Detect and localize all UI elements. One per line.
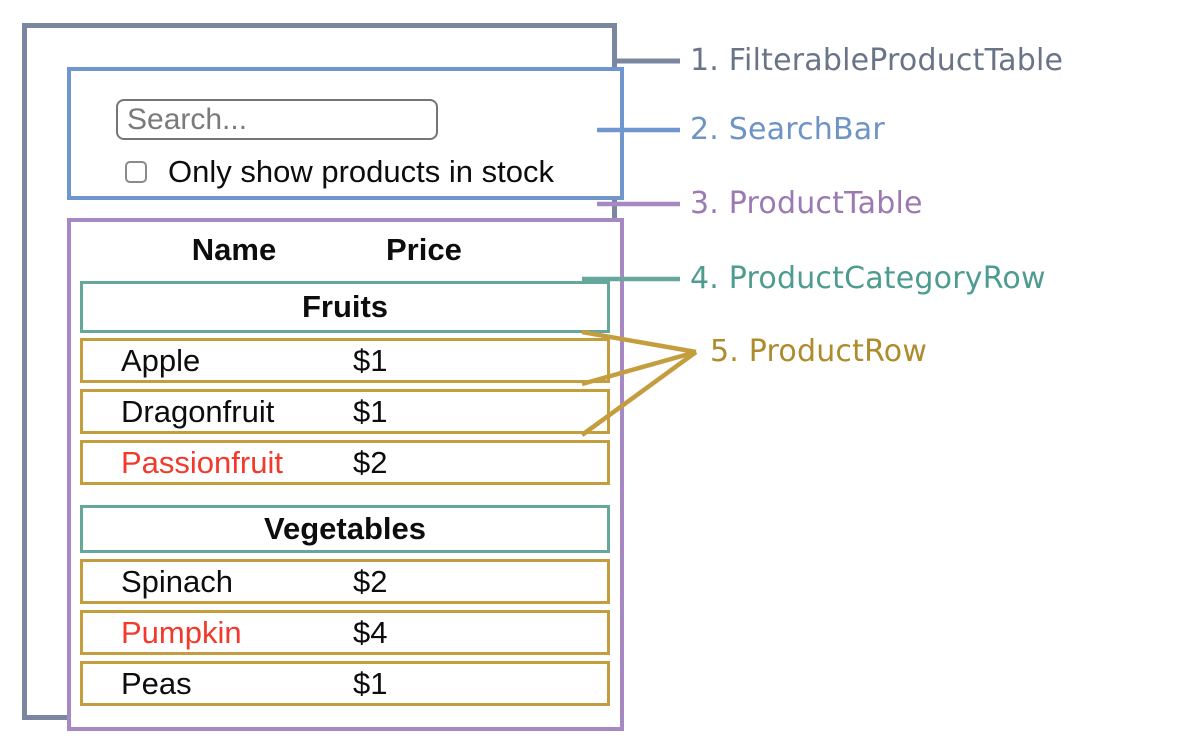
product-table-box: Name Price Fruits Apple $1 Dragonfruit $… (67, 218, 624, 731)
column-header-name: Name (191, 232, 277, 267)
product-name: Peas (121, 665, 192, 701)
product-row-apple: Apple $1 (80, 338, 610, 383)
product-name: Dragonfruit (121, 393, 275, 429)
filterable-product-table-box: Only show products in stock Name Price F… (22, 23, 624, 731)
category-row-vegetables: Vegetables (80, 505, 610, 553)
category-label: Vegetables (264, 511, 426, 546)
in-stock-filter-row: Only show products in stock (125, 155, 554, 189)
product-row-passionfruit: Passionfruit $2 (80, 440, 610, 485)
legend-item-product-category-row: 4. ProductCategoryRow (690, 261, 1046, 296)
product-price: $2 (353, 444, 388, 480)
legend-item-search-bar: 2. SearchBar (690, 112, 885, 147)
column-header-price: Price (386, 232, 462, 267)
legend-item-filterable-product-table: 1. FilterableProductTable (690, 43, 1064, 78)
in-stock-checkbox[interactable] (125, 161, 147, 183)
legend-item-product-table: 3. ProductTable (690, 186, 923, 221)
product-price: $1 (353, 393, 388, 429)
product-row-dragonfruit: Dragonfruit $1 (80, 389, 610, 434)
product-row-peas: Peas $1 (80, 661, 610, 706)
product-price: $1 (353, 342, 388, 378)
product-price: $2 (353, 563, 388, 599)
category-label: Fruits (301, 289, 389, 324)
product-name-out-of-stock: Passionfruit (121, 444, 283, 480)
search-bar-box: Only show products in stock (67, 67, 624, 200)
product-name: Apple (121, 342, 201, 378)
search-input[interactable] (116, 99, 438, 140)
product-name: Spinach (121, 563, 234, 599)
legend-item-product-row: 5. ProductRow (710, 334, 928, 369)
product-row-spinach: Spinach $2 (80, 559, 610, 604)
product-name-out-of-stock: Pumpkin (121, 614, 242, 650)
in-stock-checkbox-label: Only show products in stock (168, 154, 554, 189)
product-price: $4 (353, 614, 388, 650)
table-header-row: Name Price (80, 228, 610, 272)
product-price: $1 (353, 665, 388, 701)
product-row-pumpkin: Pumpkin $4 (80, 610, 610, 655)
category-row-fruits: Fruits (80, 281, 610, 333)
